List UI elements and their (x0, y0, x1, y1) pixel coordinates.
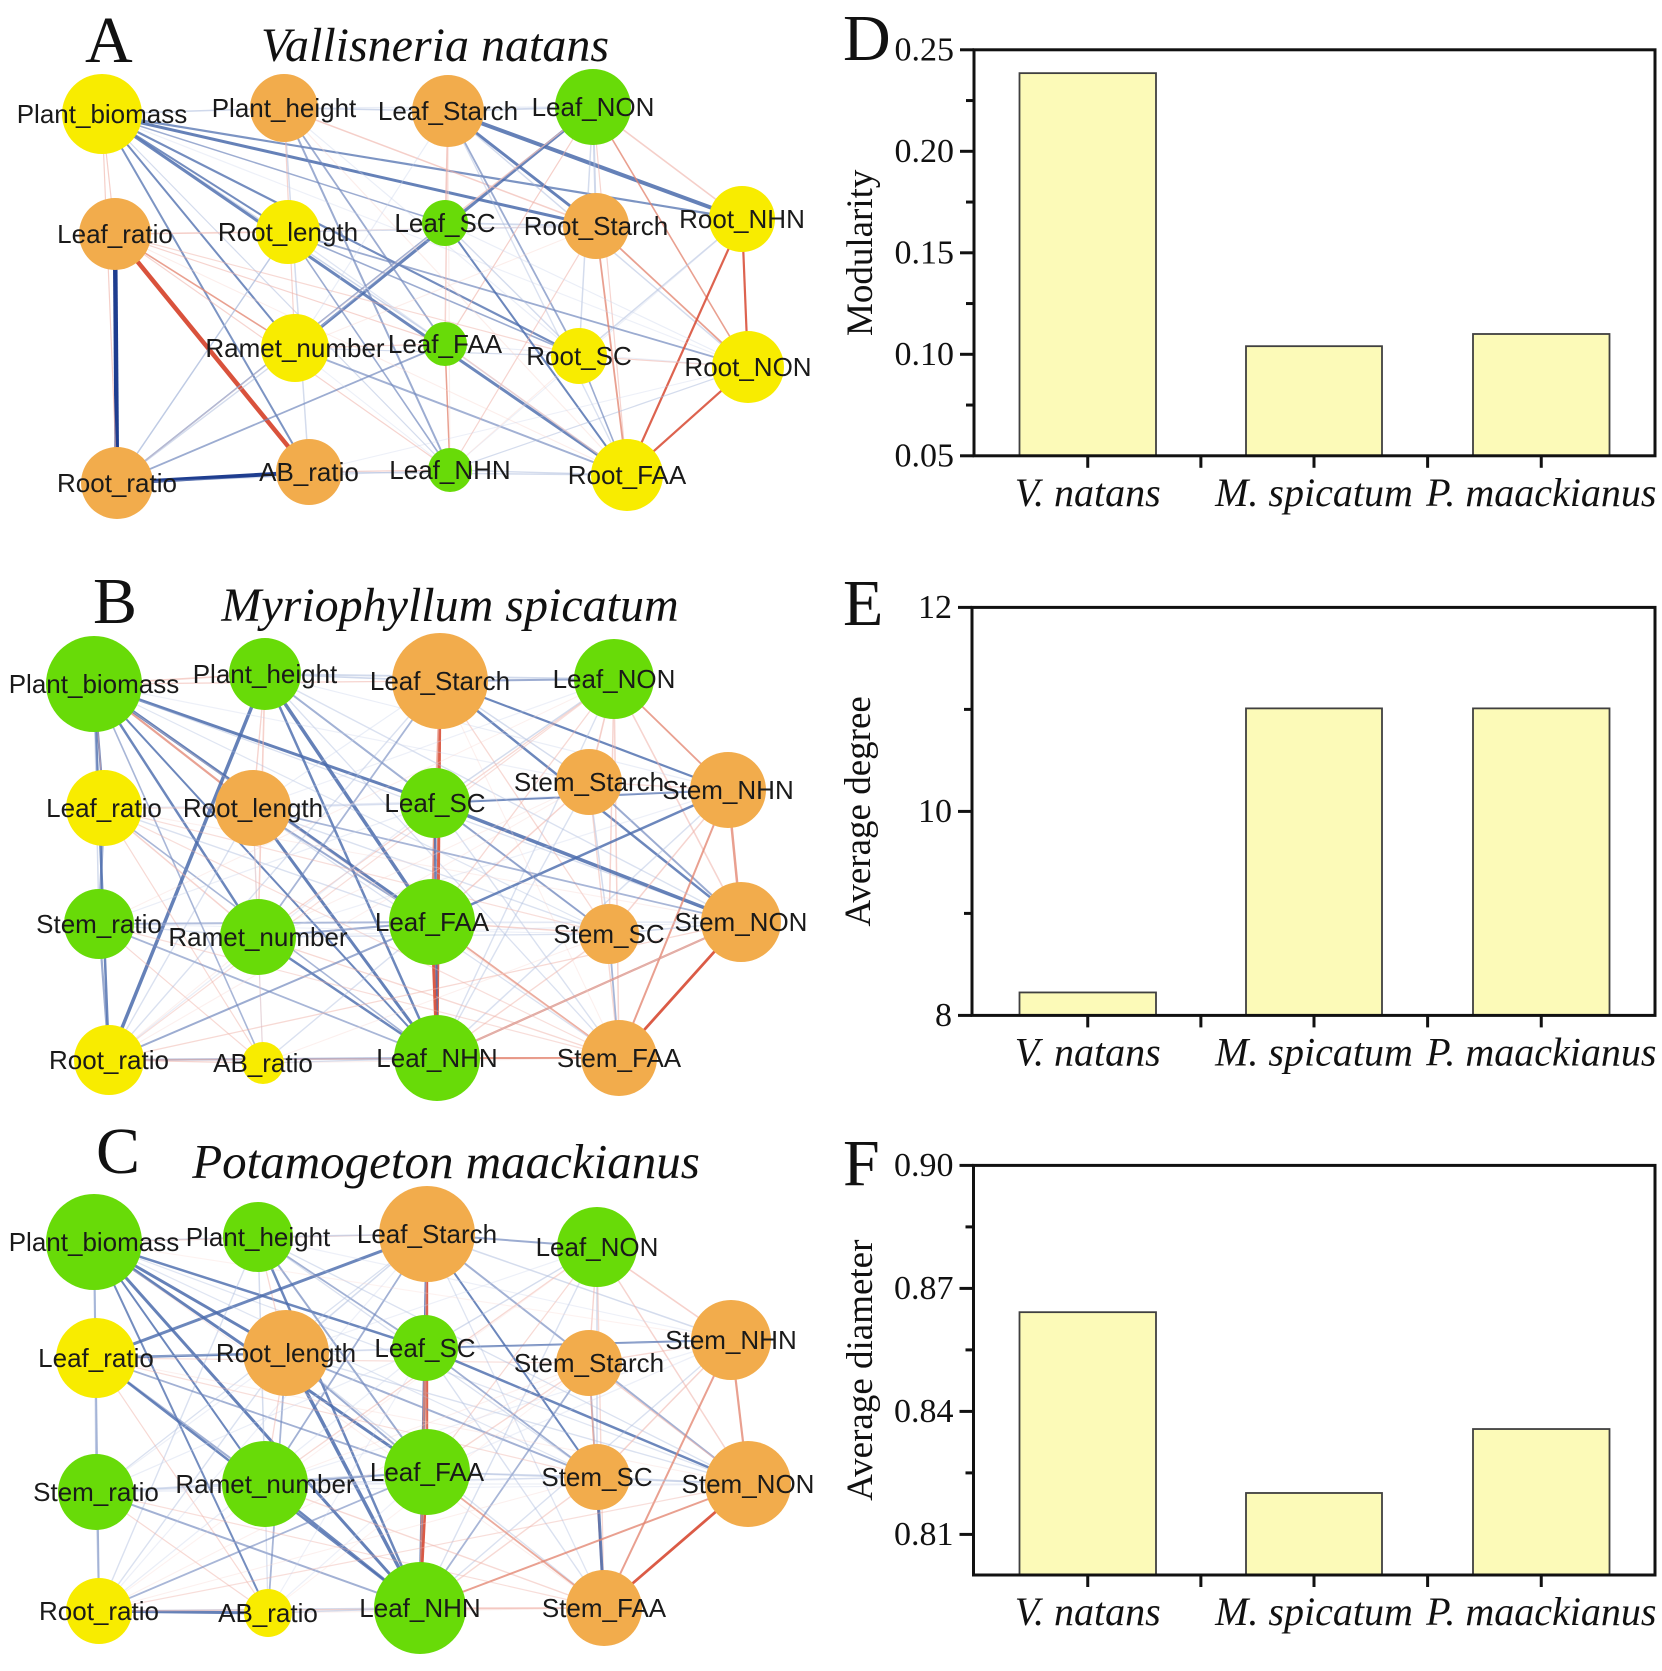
svg-text:M. spicatum: M. spicatum (1214, 470, 1413, 515)
svg-text:Ramet_number: Ramet_number (175, 1469, 355, 1499)
svg-text:Leaf_FAA: Leaf_FAA (388, 329, 503, 359)
svg-text:Stem_FAA: Stem_FAA (557, 1043, 682, 1073)
svg-text:0.10: 0.10 (895, 336, 955, 373)
svg-text:Leaf_NON: Leaf_NON (536, 1232, 659, 1262)
svg-text:0.15: 0.15 (895, 234, 955, 271)
svg-text:0.25: 0.25 (895, 31, 955, 68)
svg-text:Stem_Starch: Stem_Starch (514, 1348, 664, 1378)
svg-text:F: F (843, 1127, 880, 1200)
svg-text:Plant_biomass: Plant_biomass (9, 1227, 180, 1257)
svg-text:Root_length: Root_length (216, 1338, 356, 1368)
svg-text:P. maackianus: P. maackianus (1425, 1589, 1656, 1634)
svg-text:M. spicatum: M. spicatum (1214, 1589, 1413, 1634)
svg-text:Stem_ratio: Stem_ratio (33, 1477, 159, 1507)
svg-text:Leaf_NON: Leaf_NON (553, 664, 676, 694)
svg-text:0.81: 0.81 (894, 1516, 954, 1553)
svg-text:P. maackianus: P. maackianus (1425, 470, 1656, 515)
svg-text:Root_FAA: Root_FAA (568, 460, 687, 490)
svg-text:Stem_NHN: Stem_NHN (665, 1325, 796, 1355)
svg-text:0.87: 0.87 (894, 1270, 954, 1307)
svg-text:Leaf_Starch: Leaf_Starch (378, 96, 518, 126)
svg-text:Modularity: Modularity (840, 169, 881, 336)
svg-text:P. maackianus: P. maackianus (1425, 1029, 1656, 1074)
svg-text:Leaf_Starch: Leaf_Starch (357, 1219, 497, 1249)
svg-text:Ramet_number: Ramet_number (168, 922, 348, 952)
svg-text:D: D (843, 2, 891, 75)
svg-text:Stem_FAA: Stem_FAA (542, 1593, 667, 1623)
svg-text:Stem_NON: Stem_NON (682, 1469, 815, 1499)
svg-text:Leaf_NHN: Leaf_NHN (389, 455, 510, 485)
svg-text:Root_SC: Root_SC (526, 341, 632, 371)
svg-text:C: C (96, 1115, 140, 1188)
svg-text:Plant_biomass: Plant_biomass (9, 669, 180, 699)
svg-text:Potamogeton maackianus: Potamogeton maackianus (191, 1134, 700, 1189)
svg-text:Stem_SC: Stem_SC (541, 1462, 652, 1492)
svg-text:Myriophyllum spicatum: Myriophyllum spicatum (220, 579, 678, 632)
svg-text:Ramet_number: Ramet_number (205, 333, 385, 363)
svg-text:AB_ratio: AB_ratio (218, 1598, 318, 1628)
svg-text:Stem_ratio: Stem_ratio (36, 909, 162, 939)
svg-text:Leaf_SC: Leaf_SC (384, 788, 485, 818)
svg-text:Stem_Starch: Stem_Starch (514, 767, 664, 797)
svg-text:Plant_height: Plant_height (193, 659, 338, 689)
svg-text:Leaf_NON: Leaf_NON (532, 92, 655, 122)
svg-text:Leaf_NHN: Leaf_NHN (376, 1043, 497, 1073)
svg-text:Stem_NON: Stem_NON (675, 907, 808, 937)
svg-text:Leaf_SC: Leaf_SC (374, 1333, 475, 1363)
svg-text:Plant_biomass: Plant_biomass (17, 99, 188, 129)
svg-text:Stem_NHN: Stem_NHN (662, 775, 793, 805)
svg-text:V. natans: V. natans (1015, 470, 1161, 515)
svg-text:0.05: 0.05 (895, 437, 955, 474)
svg-text:Leaf_Starch: Leaf_Starch (370, 666, 510, 696)
svg-text:Leaf_ratio: Leaf_ratio (57, 219, 173, 249)
svg-text:0.84: 0.84 (894, 1393, 954, 1430)
svg-text:Root_length: Root_length (183, 793, 323, 823)
svg-text:Root_length: Root_length (218, 217, 358, 247)
svg-text:M. spicatum: M. spicatum (1214, 1029, 1413, 1074)
svg-text:0.90: 0.90 (894, 1147, 954, 1184)
svg-text:Leaf_FAA: Leaf_FAA (375, 907, 490, 937)
svg-text:Root_ratio: Root_ratio (49, 1045, 169, 1075)
svg-text:Plant_height: Plant_height (212, 93, 357, 123)
svg-text:Root_Starch: Root_Starch (524, 211, 669, 241)
svg-text:8: 8 (935, 997, 952, 1034)
svg-text:0.20: 0.20 (895, 133, 955, 170)
svg-text:V. natans: V. natans (1015, 1029, 1161, 1074)
svg-text:Leaf_ratio: Leaf_ratio (38, 1343, 154, 1373)
svg-text:Root_ratio: Root_ratio (57, 468, 177, 498)
svg-text:Stem_SC: Stem_SC (553, 919, 664, 949)
svg-text:A: A (85, 4, 133, 77)
svg-text:Plant_height: Plant_height (186, 1222, 331, 1252)
svg-text:Leaf_FAA: Leaf_FAA (370, 1457, 485, 1487)
svg-text:Average degree: Average degree (838, 696, 879, 926)
svg-text:AB_ratio: AB_ratio (213, 1048, 313, 1078)
svg-text:E: E (843, 567, 883, 640)
svg-text:V. natans: V. natans (1015, 1589, 1161, 1634)
svg-text:AB_ratio: AB_ratio (259, 457, 359, 487)
svg-text:Leaf_SC: Leaf_SC (394, 208, 495, 238)
svg-text:Root_ratio: Root_ratio (39, 1596, 159, 1626)
svg-text:12: 12 (918, 589, 952, 626)
svg-text:Root_NHN: Root_NHN (679, 204, 805, 234)
svg-text:Leaf_NHN: Leaf_NHN (359, 1593, 480, 1623)
svg-text:10: 10 (918, 793, 952, 830)
svg-text:Root_NON: Root_NON (684, 352, 811, 382)
svg-text:Vallisneria natans: Vallisneria natans (261, 19, 609, 72)
svg-text:Average diameter: Average diameter (840, 1240, 881, 1501)
svg-text:B: B (93, 565, 137, 638)
svg-text:Leaf_ratio: Leaf_ratio (46, 793, 162, 823)
